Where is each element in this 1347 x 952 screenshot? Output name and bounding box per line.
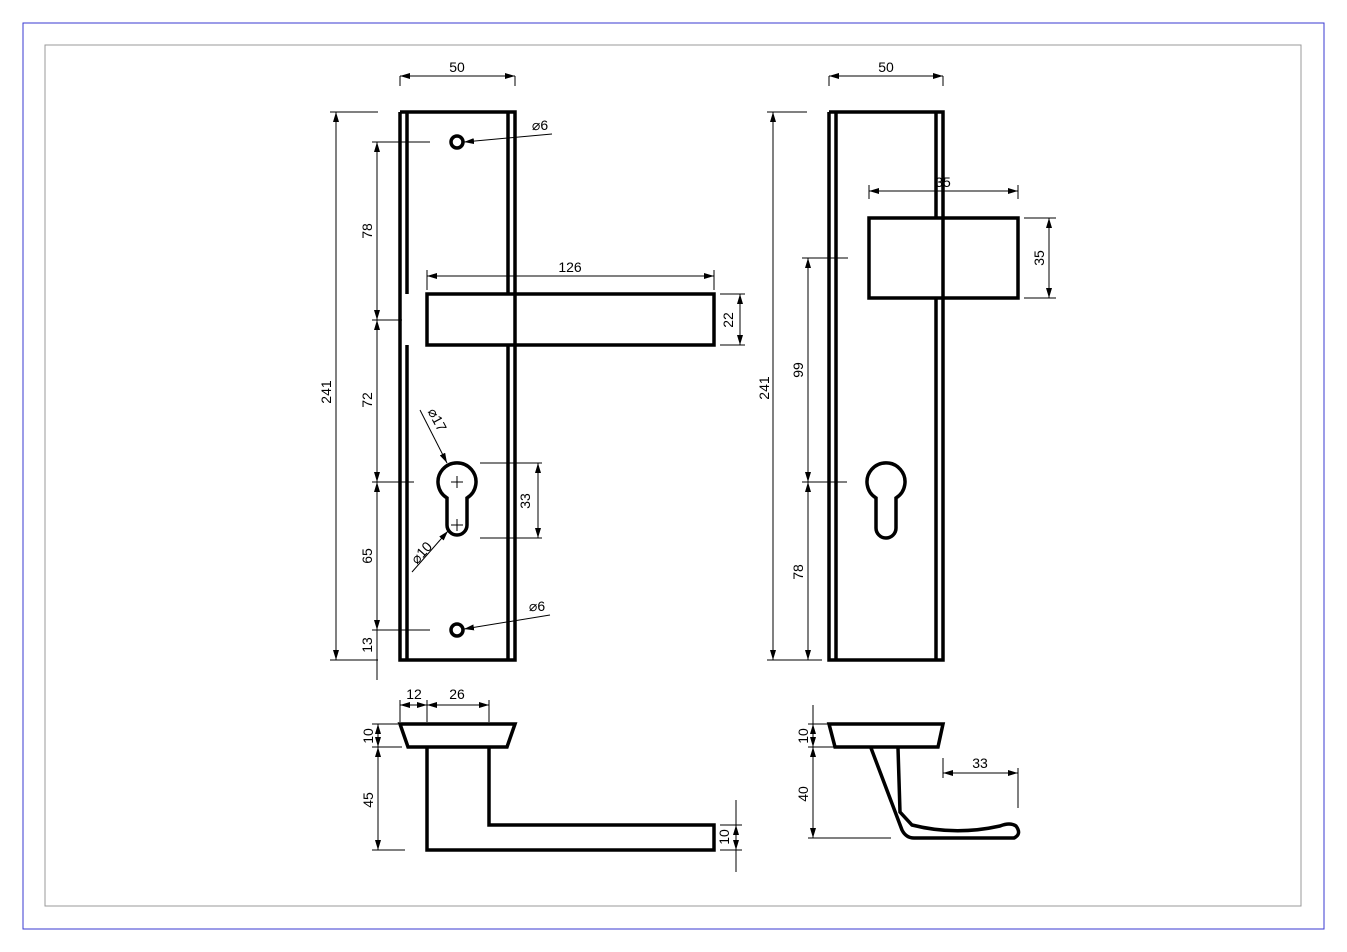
- dim-drop: 40: [795, 786, 811, 802]
- lever-handle: [425, 292, 716, 347]
- dim-bot: 13: [359, 637, 375, 653]
- dim-tip: 33: [972, 755, 988, 771]
- dim-lever-height: 22: [720, 312, 736, 328]
- dim-lever-thick: 10: [716, 829, 732, 845]
- keyhole: [436, 461, 478, 537]
- dim-a: 12: [406, 686, 422, 702]
- dim-rose-width: 35: [935, 174, 951, 190]
- dim-height: 241: [318, 380, 334, 404]
- dim-width: 50: [878, 59, 894, 75]
- dim-key-bot-dia: ⌀10: [407, 538, 435, 567]
- back-view: 50 241 99 78 35 35: [756, 59, 1056, 662]
- screw-hole-bottom: [449, 622, 465, 638]
- dim-lever-length: 126: [558, 259, 582, 275]
- dim-top: 78: [359, 223, 375, 239]
- dim-screw-bot-dia: ⌀6: [529, 598, 545, 614]
- dim-rose-height: 35: [1031, 250, 1047, 266]
- dim-key-spacing: 33: [517, 493, 533, 509]
- dim-lower: 78: [790, 564, 806, 580]
- rose-block: [867, 216, 1020, 300]
- dim-low: 65: [359, 548, 375, 564]
- dim-width: 50: [449, 59, 465, 75]
- outer-border: [22, 22, 1325, 930]
- dim-drop: 45: [360, 792, 376, 808]
- dim-rose-thick: 10: [795, 728, 811, 744]
- side-view-left: 12 26 10 45 10: [360, 686, 742, 872]
- dim-b: 26: [449, 686, 465, 702]
- front-view: 50 241 78 72 65 13 126 22 33 ⌀17 ⌀10 ⌀6 …: [318, 59, 745, 680]
- inner-border: [44, 44, 1302, 907]
- side-view-right: 10 40 33: [795, 705, 1021, 840]
- dim-rose-thick: 10: [360, 728, 376, 744]
- dim-key-top-dia: ⌀17: [425, 405, 450, 434]
- keyhole: [865, 461, 907, 540]
- screw-hole-top: [449, 134, 465, 150]
- dim-height: 241: [756, 376, 772, 400]
- dim-screw-top-dia: ⌀6: [532, 117, 548, 133]
- dim-upper: 99: [790, 362, 806, 378]
- dim-mid: 72: [359, 392, 375, 408]
